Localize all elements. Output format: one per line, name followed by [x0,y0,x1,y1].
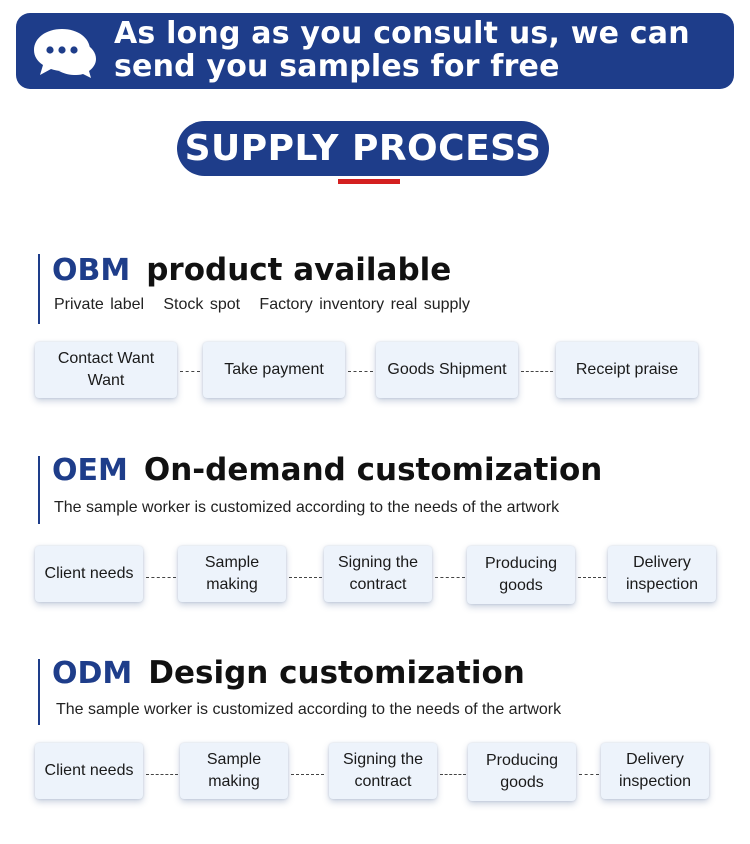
process-step: Producing goods [467,546,575,604]
process-step: Goods Shipment [376,342,518,398]
process-step: Contact Want Want [35,342,177,398]
section-accent-bar [38,456,40,524]
section-title: Design customization [148,655,525,691]
section-code: OEM [52,452,128,488]
section-title: On-demand customization [143,452,603,488]
section-heading: ODM Design customization [52,653,525,693]
process-step: Receipt praise [556,342,698,398]
process-step: Producing goods [468,743,576,801]
section-heading: OEM On-demand customization [52,450,602,490]
step-connector [578,577,606,578]
section-title: product available [146,252,452,288]
process-step: Delivery inspection [608,546,716,602]
section-code: ODM [52,655,133,691]
section-heading: OBM product available [52,250,451,290]
process-step: Take payment [203,342,345,398]
title-underline [338,179,400,184]
section-description: The sample worker is customized accordin… [56,701,562,718]
process-step: Signing the contract [329,743,437,799]
process-step: Sample making [180,743,288,799]
page-title: SUPPLY PROCESS [177,121,549,176]
step-connector [146,774,178,775]
process-step: Client needs [35,546,143,602]
step-connector [180,371,200,372]
section-description: Private label Stock spot Factory invento… [54,296,470,313]
process-step: Delivery inspection [601,743,709,799]
step-connector [289,577,322,578]
section-description: The sample worker is customized accordin… [54,499,560,516]
section-accent-bar [38,254,40,324]
process-step: Sample making [178,546,286,602]
banner-text: As long as you consult us, we can send y… [114,16,690,84]
step-connector [521,371,553,372]
step-connector [579,774,599,775]
step-connector [348,371,373,372]
step-connector [435,577,465,578]
step-connector [146,577,176,578]
section-accent-bar [38,659,40,725]
section-code: OBM [52,252,131,288]
chat-bubbles-icon [34,29,96,78]
step-connector [291,774,324,775]
process-step: Client needs [35,743,143,799]
step-connector [440,774,466,775]
process-step: Signing the contract [324,546,432,602]
free-sample-banner: As long as you consult us, we can send y… [16,13,734,89]
